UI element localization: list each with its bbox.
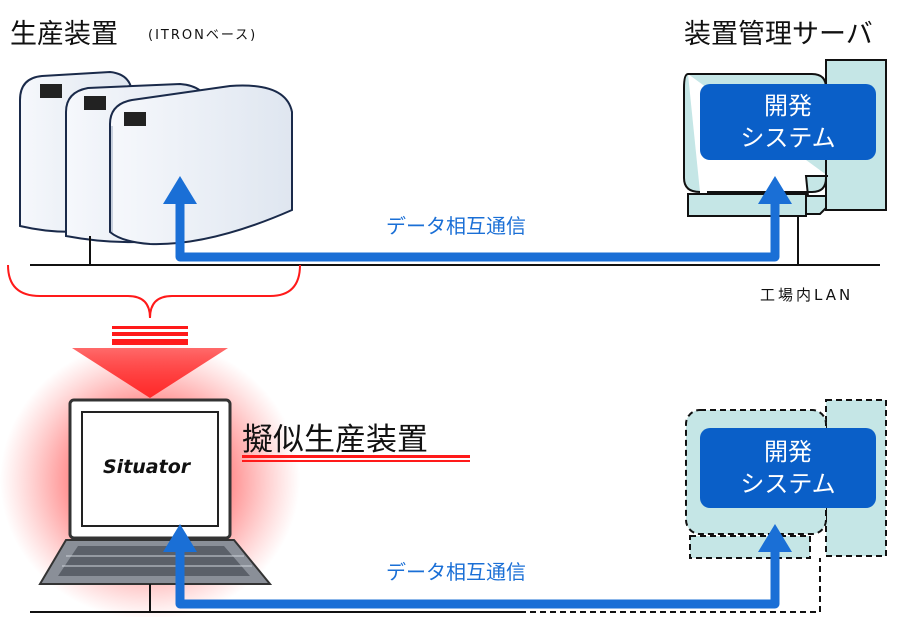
bottom-dev-system-line1: 開発 <box>764 438 812 466</box>
bottom-dev-system-label: 開発 システム <box>700 436 876 500</box>
grouping-bracket <box>7 264 301 319</box>
production-machines <box>19 70 293 246</box>
production-subtitle: (ITRONベース) <box>148 28 258 43</box>
laptop-brand-logo: Situator <box>103 456 191 478</box>
factory-lan-label: 工場内LAN <box>760 286 854 304</box>
simulator-title-underline <box>242 455 470 458</box>
top-dev-system-label: 開発 システム <box>700 90 876 154</box>
dashed-lan-line <box>520 558 821 613</box>
dashed-server <box>685 399 887 559</box>
bottom-dev-system-line2: システム <box>740 470 836 498</box>
bottom-comm-arrow <box>163 524 792 609</box>
server-title: 装置管理サーバ <box>684 19 873 50</box>
top-comm-label: データ相互通信 <box>386 214 526 238</box>
top-comm-arrow <box>163 176 792 262</box>
simulator-title: 擬似生産装置 <box>242 422 428 458</box>
laptop <box>38 398 273 585</box>
top-dev-system-line2: システム <box>740 124 836 152</box>
bottom-comm-label: データ相互通信 <box>386 560 526 584</box>
management-server <box>683 59 887 217</box>
production-title: 生産装置 <box>10 19 118 50</box>
top-dev-system-line1: 開発 <box>764 92 812 120</box>
